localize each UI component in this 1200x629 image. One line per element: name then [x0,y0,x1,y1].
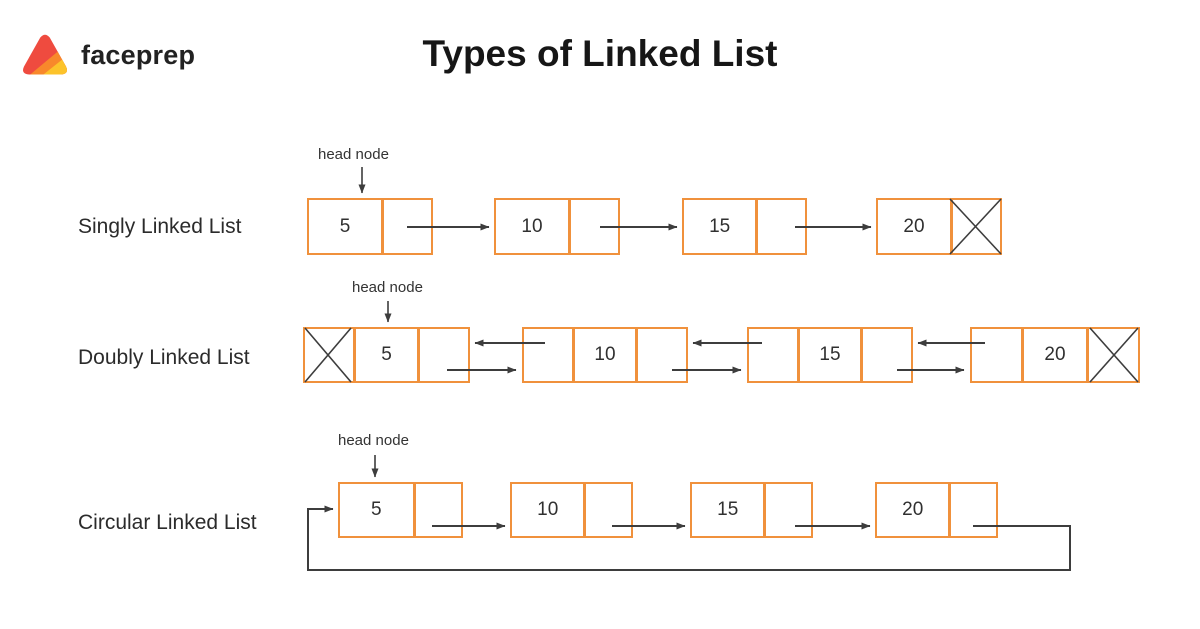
node-prev-cell-null [305,329,353,381]
node-next-cell [380,200,431,253]
brand-name: faceprep [81,39,196,70]
node-prev-cell [972,329,1021,381]
doubly-node-3: 15 [747,327,913,383]
node-data-cell: 20 [1020,329,1090,381]
node-data-cell: 5 [339,215,351,237]
node-data-cell: 15 [796,329,864,381]
node-next-cell [763,484,811,536]
row-label-circular: Circular Linked List [78,511,257,534]
doubly-node-1: 5 [303,327,470,383]
node-next-cell [567,200,618,253]
node-prev-cell [749,329,797,381]
circular-node-1: 5 [338,482,463,538]
singly-node-4: 20 [876,198,1002,255]
circular-node-3: 15 [690,482,813,538]
row-label-singly: Singly Linked List [78,215,242,238]
singly-node-1: 5 [307,198,433,255]
node-next-cell [583,484,631,536]
node-data-cell: 20 [902,499,924,520]
doubly-node-4: 20 [970,327,1140,383]
node-data-cell: 20 [903,215,925,237]
node-data-cell: 5 [371,499,382,520]
node-data-cell: 15 [709,215,731,237]
node-next-cell [638,329,686,381]
head-node-label-circular: head node [338,432,409,449]
singly-node-2: 10 [494,198,620,255]
node-next-cell-null [1089,329,1138,381]
node-data-cell: 5 [353,329,420,381]
node-next-cell [755,200,805,253]
circular-node-4: 20 [875,482,998,538]
doubly-node-2: 10 [522,327,688,383]
node-data-cell: 10 [521,215,543,237]
page-title: Types of Linked List [422,33,778,74]
node-next-cell [412,484,461,536]
singly-node-3: 15 [682,198,807,255]
brand: faceprep [22,34,195,76]
node-data-cell: 10 [571,329,639,381]
row-label-doubly: Doubly Linked List [78,346,250,369]
node-next-cell-null [949,200,1000,253]
node-prev-cell [524,329,572,381]
node-data-cell: 10 [537,499,559,520]
circular-node-2: 10 [510,482,633,538]
head-node-label-singly: head node [318,146,389,163]
head-node-label-doubly: head node [352,279,423,296]
node-next-cell [863,329,911,381]
node-next-cell [420,329,468,381]
node-data-cell: 15 [717,499,739,520]
node-next-cell [948,484,996,536]
faceprep-logo-icon [23,34,67,75]
